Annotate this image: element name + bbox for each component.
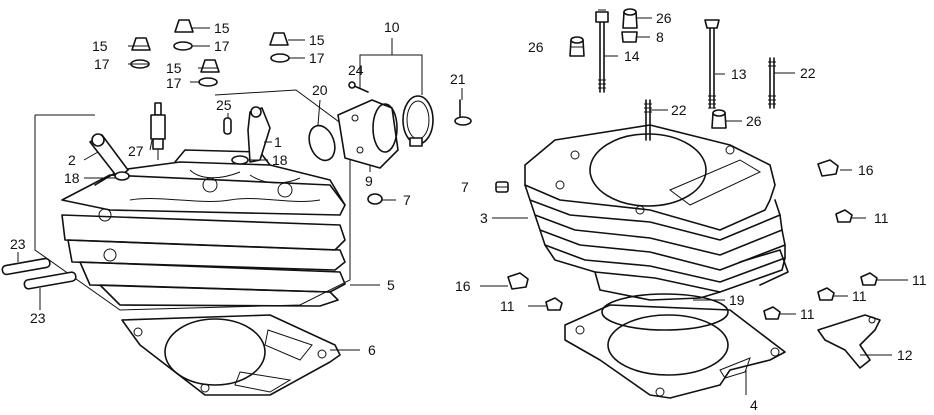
callout-16-b: 16 xyxy=(455,278,471,294)
o-ring-20[interactable] xyxy=(305,122,340,164)
callout-22-b: 22 xyxy=(800,65,816,81)
callout-11-d: 11 xyxy=(800,306,815,322)
collar-7[interactable] xyxy=(367,181,509,205)
callout-18-a: 18 xyxy=(64,170,80,186)
oil-pipe[interactable] xyxy=(89,133,129,179)
callout-11-e: 11 xyxy=(500,298,515,314)
callout-15-b: 15 xyxy=(214,20,230,36)
callout-12: 12 xyxy=(897,347,913,363)
callout-13: 13 xyxy=(731,66,747,82)
callout-9: 9 xyxy=(365,173,373,189)
stud-22b[interactable] xyxy=(644,99,652,141)
callout-15-d: 15 xyxy=(166,60,182,76)
callout-3: 3 xyxy=(480,210,488,226)
callout-23-b: 23 xyxy=(30,310,46,326)
dowel-pins[interactable] xyxy=(1,257,77,290)
callout-18-b: 18 xyxy=(272,152,288,168)
callout-8: 8 xyxy=(656,29,664,45)
callout-6: 6 xyxy=(368,342,376,358)
cap-8[interactable] xyxy=(621,31,638,43)
callout-14: 14 xyxy=(624,48,640,64)
cylinder-block[interactable] xyxy=(524,124,789,301)
leader-lines xyxy=(17,17,908,395)
callout-2: 2 xyxy=(68,152,76,168)
callout-7-head: 7 xyxy=(403,192,411,208)
spark-plug[interactable] xyxy=(150,102,166,160)
callout-5: 5 xyxy=(387,277,395,293)
callout-25: 25 xyxy=(216,97,232,113)
callout-24: 24 xyxy=(348,62,364,78)
head-gasket[interactable] xyxy=(121,314,341,396)
callout-17-a: 17 xyxy=(94,56,110,72)
callout-21: 21 xyxy=(450,71,466,87)
callout-17-c: 17 xyxy=(309,50,325,66)
callout-22-a: 22 xyxy=(671,102,687,118)
dowels-26[interactable] xyxy=(569,8,727,129)
cylinder-head[interactable] xyxy=(34,89,351,311)
pin-25[interactable] xyxy=(223,117,232,135)
callout-11-c: 11 xyxy=(852,288,867,304)
callout-1: 1 xyxy=(274,134,282,150)
callout-26-a: 26 xyxy=(528,39,544,55)
base-gasket[interactable] xyxy=(564,304,786,399)
callout-7-cyl: 7 xyxy=(461,179,469,195)
callout-4: 4 xyxy=(750,397,758,413)
bracket-12[interactable] xyxy=(817,314,881,369)
callout-26-b: 26 xyxy=(656,10,672,26)
screw-24[interactable] xyxy=(348,81,369,93)
callout-15-a: 15 xyxy=(92,38,108,54)
callout-17-d: 17 xyxy=(166,75,182,91)
callout-23-a: 23 xyxy=(10,236,26,252)
acorn-nuts[interactable] xyxy=(131,19,289,73)
stud-13[interactable] xyxy=(704,19,720,109)
nuts[interactable] xyxy=(507,159,878,320)
screw-21[interactable] xyxy=(454,99,472,126)
callout-20: 20 xyxy=(312,82,328,98)
stud-22a[interactable] xyxy=(768,57,776,109)
callout-19: 19 xyxy=(729,292,745,308)
callout-27: 27 xyxy=(128,143,144,159)
o-ring-19[interactable] xyxy=(601,293,729,331)
callout-11-a: 11 xyxy=(874,210,889,226)
callout-labels: 1 2 3 4 5 6 7 7 8 9 10 11 11 11 11 11 12… xyxy=(10,10,927,413)
intake-clamp[interactable] xyxy=(402,95,434,147)
callout-26-c: 26 xyxy=(746,113,762,129)
callout-11-b: 11 xyxy=(912,272,927,288)
callout-10: 10 xyxy=(384,19,400,35)
callout-17-b: 17 xyxy=(214,38,230,54)
callout-16-a: 16 xyxy=(858,162,874,178)
tappet-adjuster[interactable] xyxy=(247,106,271,163)
callout-15-c: 15 xyxy=(309,32,325,48)
intake-pipe[interactable] xyxy=(337,99,399,169)
stud-14[interactable] xyxy=(595,9,609,93)
